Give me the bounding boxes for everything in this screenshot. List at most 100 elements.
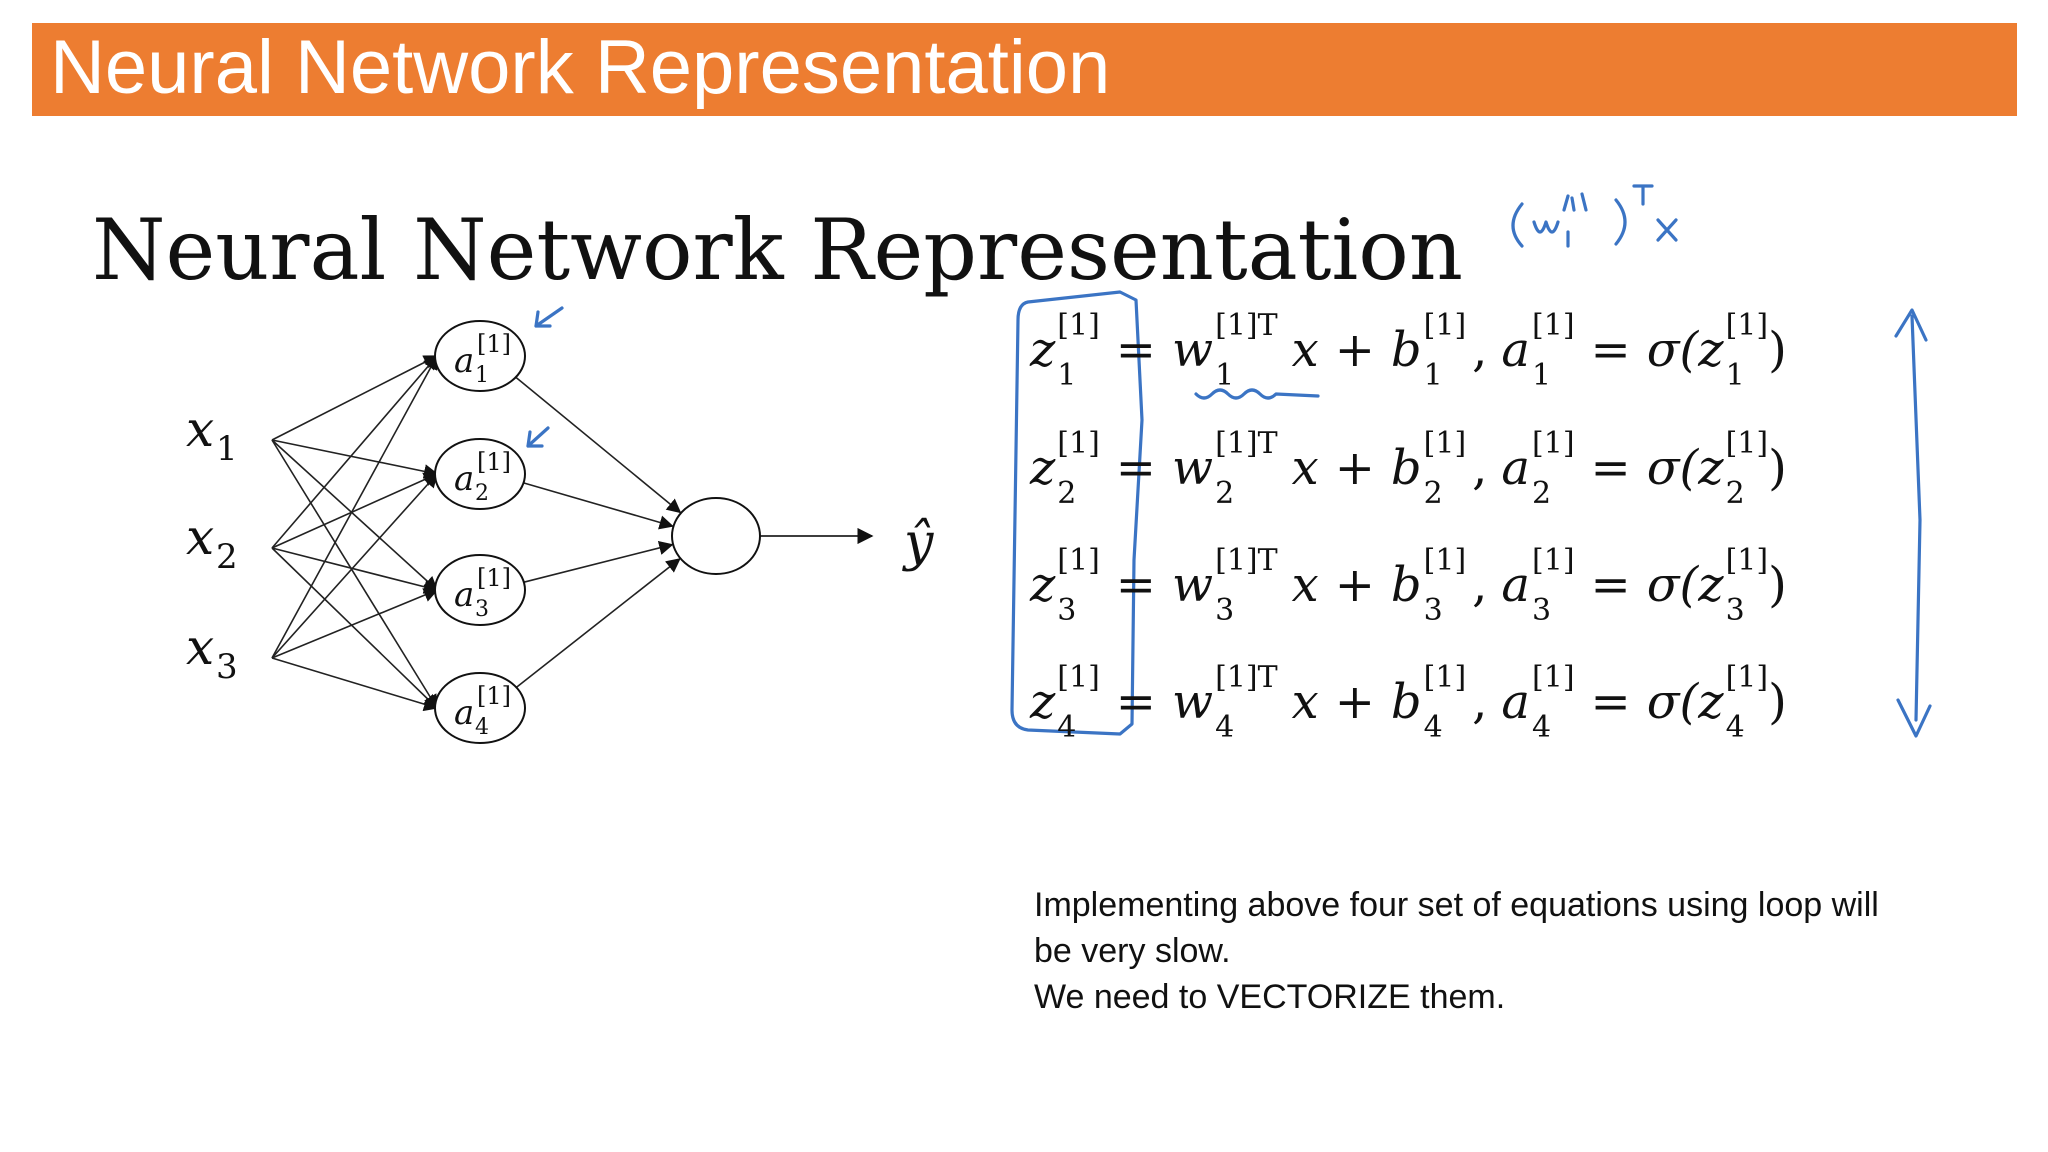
hidden-node-sup-2: [1] (477, 448, 511, 476)
ink-bracket-z-column (1010, 290, 1144, 736)
eq4-z-inner-scripts-sup: [1] (1725, 660, 1769, 695)
edge-a3-out (523, 540, 674, 583)
eq4-z-inner-scripts: [1]4 (1726, 662, 1769, 744)
eq4-sigma: σ( (1646, 674, 1699, 730)
eq3-a-scripts-sup: [1] (1532, 543, 1575, 578)
hidden-node-3 (434, 554, 526, 626)
eq3-close-paren: ) (1768, 557, 1787, 613)
edge-a4-out (515, 558, 681, 689)
hidden-node-label-1: a (454, 341, 474, 381)
input-label-2: x (186, 508, 214, 566)
eq3-w: w (1172, 557, 1214, 613)
eq4-b-scripts-sub: 4 (1423, 710, 1443, 745)
eq1-z-inner-scripts-sup: [1] (1725, 308, 1769, 343)
eq4-b-scripts-sup: [1] (1423, 660, 1467, 695)
output-label-yhat: ŷ (902, 513, 934, 573)
eq4-close-paren: ) (1768, 674, 1787, 730)
eq1-sigma: σ( (1646, 322, 1699, 378)
edge-x3-a4 (271, 657, 439, 712)
edge-x1-a3 (271, 439, 439, 591)
hidden-node-1 (434, 320, 526, 392)
edge-x1-a4 (271, 439, 438, 710)
eq2-a: a (1501, 440, 1531, 496)
eq3-plus: + (1334, 557, 1375, 613)
eq1-b-scripts-sup: [1] (1423, 308, 1467, 343)
eq3-b: b (1390, 557, 1422, 613)
edge-x3-a2 (271, 472, 438, 659)
eq3-equals-2: = (1590, 557, 1631, 613)
input-sub-3: 3 (216, 647, 238, 687)
eq3-a: a (1501, 557, 1531, 613)
eq2-z-inner-scripts: [1]2 (1726, 428, 1769, 510)
ink-underline-w1 (1194, 388, 1320, 400)
eq3-z-scripts-sub: 3 (1057, 593, 1077, 628)
network-edges (271, 354, 874, 712)
eq2-b-scripts: [1]2 (1424, 428, 1467, 510)
eq2-z-scripts-sub: 2 (1057, 476, 1077, 511)
eq4-a-scripts: [1]4 (1532, 662, 1575, 744)
eq3-w-scripts-sup: [1]T (1215, 543, 1278, 578)
eq4-w-scripts: [1]T 4 (1215, 662, 1278, 744)
eq1-comma: , (1472, 322, 1488, 378)
hidden-node-sup-3: [1] (477, 564, 511, 592)
eq1-a: a (1501, 322, 1531, 378)
eq1-x: x (1291, 322, 1319, 378)
eq4-a-scripts-sup: [1] (1532, 660, 1575, 695)
hidden-node-label-2: a (454, 459, 474, 499)
hidden-node-label-4: a (454, 693, 474, 733)
eq4-w-scripts-sup: [1]T (1215, 660, 1278, 695)
eq1-b-scripts-sub: 1 (1423, 358, 1443, 393)
eq4-b-scripts: [1]4 (1424, 662, 1467, 744)
eq1-z-scripts-sup: [1] (1057, 308, 1100, 343)
eq1-w-scripts-sup: [1]T (1215, 308, 1278, 343)
eq2-z-inner-scripts-sup: [1] (1725, 426, 1769, 461)
eq4-plus: + (1334, 674, 1375, 730)
eq3-z-inner-scripts-sub: 3 (1725, 593, 1745, 628)
eq2-equals-2: = (1590, 440, 1631, 496)
eq3-z-inner: z (1698, 557, 1724, 613)
eq2-comma: , (1472, 440, 1488, 496)
eq2-x: x (1291, 440, 1319, 496)
eq3-b-scripts: [1]3 (1424, 545, 1467, 627)
eq2-a-scripts-sup: [1] (1532, 426, 1575, 461)
eq4-z-scripts-sub: 4 (1057, 710, 1077, 745)
eq1-z-scripts: [1]1 (1057, 310, 1100, 392)
eq2-b: b (1390, 440, 1422, 496)
hidden-node-4 (434, 672, 526, 744)
hidden-node-sup-4: [1] (477, 682, 511, 710)
eq4-comma: , (1472, 674, 1488, 730)
output-node (671, 497, 761, 575)
eq2-w-scripts-sup: [1]T (1215, 426, 1278, 461)
notes-line-1: Implementing above four set of equations… (1034, 886, 1879, 924)
edge-x1-a1 (271, 355, 439, 441)
header-bar: Neural Network Representation (32, 23, 2017, 116)
ink-annotation-wT-x (1511, 184, 1678, 248)
eq4-w-scripts-sub: 4 (1215, 710, 1235, 745)
header-title: Neural Network Representation (50, 25, 1111, 110)
eq3-z: z (1030, 557, 1056, 613)
eq1-z-inner-scripts: [1]1 (1726, 310, 1769, 392)
edge-x1-a2 (271, 439, 439, 479)
ink-vertical-arrow (1894, 308, 1932, 738)
eq1-b: b (1390, 322, 1422, 378)
eq3-equals: = (1115, 557, 1157, 613)
notes-line-3: We need to VECTORIZE them. (1034, 978, 1506, 1016)
hidden-node-sub-1: 1 (475, 363, 489, 388)
eq1-z-inner: z (1698, 322, 1724, 378)
eq2-z: z (1030, 440, 1056, 496)
hidden-node-label-3: a (454, 575, 474, 615)
edge-a1-out (515, 376, 682, 514)
hidden-node-sub-3: 3 (475, 597, 489, 622)
input-label-3: x (186, 618, 214, 676)
eq4-z-inner: z (1698, 674, 1724, 730)
eq4-z-scripts: [1]4 (1057, 662, 1100, 744)
eq2-z-inner-scripts-sub: 2 (1725, 476, 1745, 511)
edge-x2-a2 (271, 472, 439, 549)
eq3-comma: , (1472, 557, 1488, 613)
